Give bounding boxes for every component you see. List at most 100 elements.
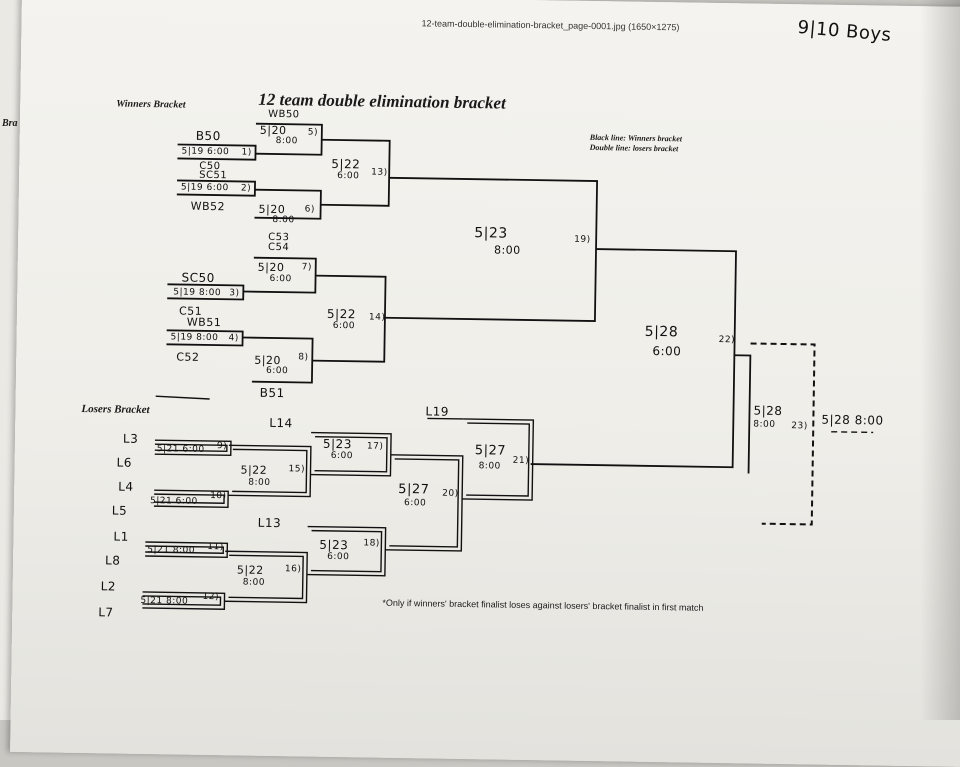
team-line xyxy=(155,395,210,400)
game-13-num: 13) xyxy=(371,167,388,178)
team-wb51: WB51 xyxy=(186,315,222,330)
game-3-slot: 5|19 8:00 xyxy=(173,287,222,299)
game-5-num: 5) xyxy=(307,127,319,138)
final-dash xyxy=(831,431,874,434)
game-11-line xyxy=(145,541,229,559)
game-16-time: 8:00 xyxy=(242,577,266,588)
game-18-time: 6:00 xyxy=(327,551,350,563)
game-12-slot: 5|21 8:00 xyxy=(140,595,189,607)
if-needed-line xyxy=(750,342,816,526)
game-14-time: 6:00 xyxy=(332,320,356,332)
game-2-line xyxy=(176,179,256,197)
game-15-time: 8:00 xyxy=(248,477,271,488)
game-15-num: 15) xyxy=(288,464,306,475)
game-23-time: 8:00 xyxy=(753,419,776,430)
game-19-num: 19) xyxy=(574,234,591,245)
game-10-slot: 5|21 6:00 xyxy=(149,496,198,507)
game-17-num: 17) xyxy=(366,441,384,452)
game-22-line xyxy=(530,248,737,469)
game-7-time: 6:00 xyxy=(269,273,292,285)
game-23-num: 23) xyxy=(791,421,808,432)
game-23-date: 5|28 xyxy=(753,403,783,418)
game-21-line xyxy=(462,418,535,501)
game-13-line xyxy=(320,138,391,207)
game-8-time: 6:00 xyxy=(266,365,289,377)
game-5-time: 8:00 xyxy=(275,136,298,147)
game-2-num: 2) xyxy=(240,183,252,194)
game-14-date: 5|22 xyxy=(326,306,357,322)
game-1-num: 1) xyxy=(241,147,252,158)
team-sc50: SC50 xyxy=(181,270,215,286)
game-23-line xyxy=(734,354,752,474)
game-21-time: 8:00 xyxy=(478,461,501,472)
game-20-time: 6:00 xyxy=(403,498,427,509)
entry-l6: L6 xyxy=(116,455,133,470)
game-7-date: 5|20 xyxy=(257,260,285,275)
game-22-date: 5|28 xyxy=(644,323,679,341)
entry-l5: L5 xyxy=(111,503,128,518)
team-c54: C54 xyxy=(267,241,290,254)
game-8-num: 8) xyxy=(298,352,309,363)
game-19-time: 8:00 xyxy=(493,243,521,257)
team-wb52: WB52 xyxy=(190,199,226,214)
game-14-line xyxy=(312,274,387,363)
entry-l13: L13 xyxy=(257,515,282,531)
game-17-time: 6:00 xyxy=(330,450,354,462)
game-9-line xyxy=(154,439,232,457)
game-1-slot: 5|19 6:00 xyxy=(181,146,230,158)
game-11-num: 11) xyxy=(207,541,224,553)
game-19-date: 5|23 xyxy=(474,225,508,242)
game-19-line xyxy=(384,176,599,322)
game-13-date: 5|22 xyxy=(331,156,361,172)
game-15-line xyxy=(228,444,312,498)
team-sc51: SC51 xyxy=(199,169,228,182)
game-9-num: 9) xyxy=(216,441,228,452)
game-20-line xyxy=(385,454,464,552)
l19-line xyxy=(427,417,464,420)
edge-text: Bra xyxy=(2,118,18,129)
game-16-num: 16) xyxy=(284,564,302,575)
game-18-num: 18) xyxy=(363,538,380,549)
game-7-num: 7) xyxy=(301,262,313,273)
game-1-line xyxy=(177,143,257,161)
entry-l7: L7 xyxy=(98,605,114,620)
game-4-slot: 5|19 8:00 xyxy=(170,332,219,344)
game-20-date: 5|27 xyxy=(398,481,430,498)
entry-l2: L2 xyxy=(100,579,117,594)
game-2-slot: 5|19 6:00 xyxy=(180,182,229,194)
game-10-line xyxy=(153,489,229,509)
team-wb50: WB50 xyxy=(268,108,300,121)
game-18-line xyxy=(306,525,387,577)
game-13-time: 6:00 xyxy=(337,170,360,182)
bracket-lines xyxy=(142,122,874,610)
team-b50: B50 xyxy=(195,128,221,144)
entry-l8: L8 xyxy=(104,553,121,568)
game-15-date: 5|22 xyxy=(240,463,268,477)
game-21-date: 5|27 xyxy=(474,443,507,459)
game-22-time: 6:00 xyxy=(652,343,682,359)
game-4-num: 4) xyxy=(228,333,239,344)
entry-l1: L1 xyxy=(113,529,129,544)
bracket-sheet: 12-team-double-elimination-bracket_page-… xyxy=(10,0,960,767)
team-b51: B51 xyxy=(259,385,285,401)
game-6-time: 8:00 xyxy=(272,214,295,226)
game-10-num: 10) xyxy=(210,491,227,502)
team-c52: C52 xyxy=(176,350,200,364)
game-9-slot: 5|21 6:00 xyxy=(156,444,205,455)
game-3-line xyxy=(167,283,245,301)
game-16-date: 5|22 xyxy=(236,563,264,577)
game-6-num: 6) xyxy=(304,204,315,215)
game-18-date: 5|23 xyxy=(319,537,349,553)
game-16-line xyxy=(224,550,308,604)
game-12-num: 12) xyxy=(202,591,220,603)
game-14-num: 14) xyxy=(368,312,386,323)
game-3-num: 3) xyxy=(229,288,240,299)
entry-l3: L3 xyxy=(122,431,139,446)
game-17-date: 5|23 xyxy=(322,436,353,452)
game-21-num: 21) xyxy=(512,455,530,467)
entry-l4: L4 xyxy=(118,479,134,494)
game-11-slot: 5|21 8:00 xyxy=(147,545,196,556)
if-needed-slot: 5|28 8:00 xyxy=(821,412,884,428)
entry-l14: L14 xyxy=(269,415,293,431)
entry-l19: L19 xyxy=(425,404,450,419)
